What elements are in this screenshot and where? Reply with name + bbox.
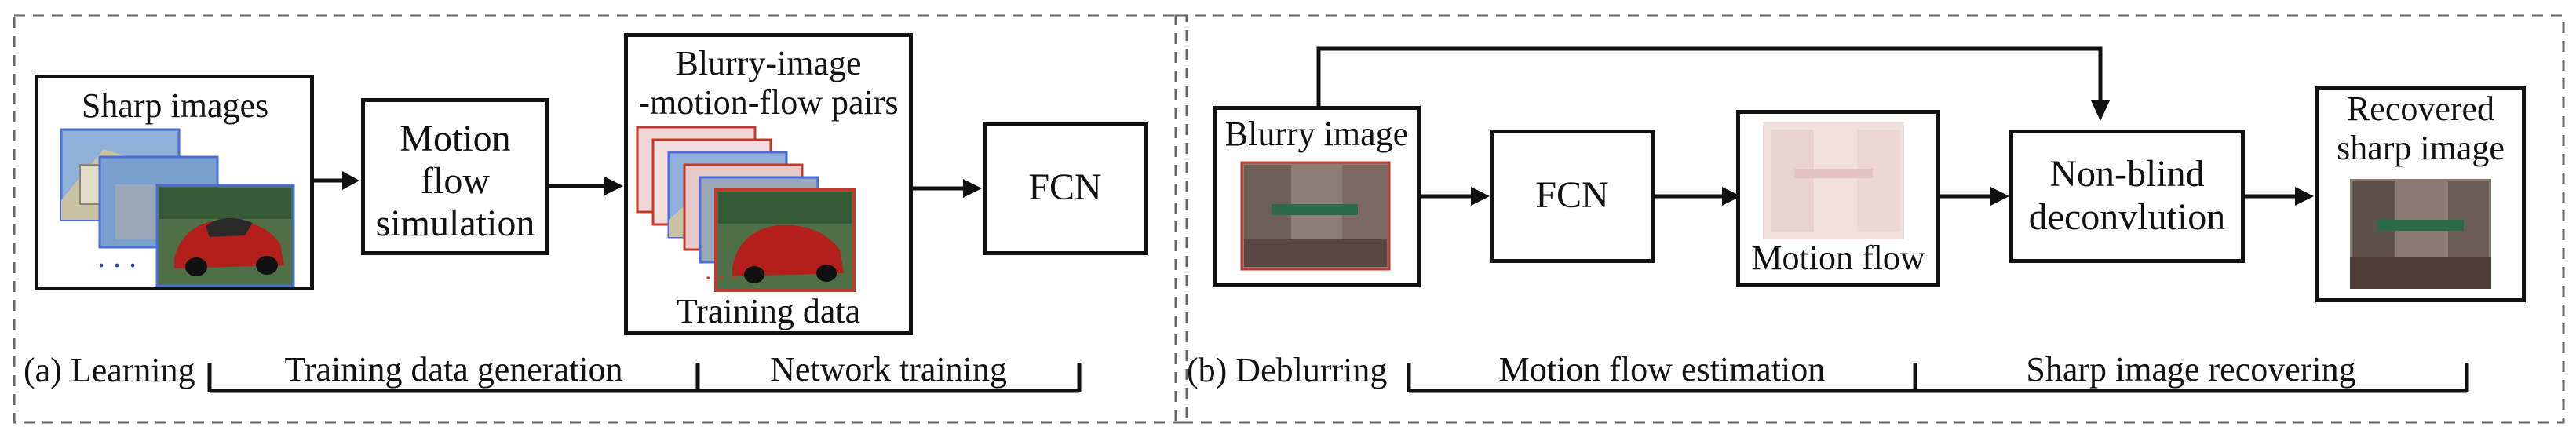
sharp-image-stack: . . . <box>60 128 295 287</box>
panel-a-brackets <box>207 363 1082 393</box>
panel-b-brackets <box>1407 363 2469 393</box>
arrow-blurry-to-deconv <box>1316 46 2110 121</box>
training-data-title-2: -motion-flow pairs <box>638 83 899 122</box>
fcn-box-a <box>983 122 1148 255</box>
fcn-box-b <box>1490 130 1655 263</box>
bracket-label-training-data-generation: Training data generation <box>284 350 623 389</box>
bracket-label-motion-flow-estimation: Motion flow estimation <box>1498 350 1826 389</box>
motion-flow-label: Motion flow <box>1751 239 1925 277</box>
ellipsis-dots: . . . <box>97 239 137 274</box>
simulation-line-3: simulation <box>375 203 535 244</box>
deconv-line-1: Non-blind <box>2049 153 2205 195</box>
arrow-fcn-to-flow <box>1655 187 1741 206</box>
sharp-images-title: Sharp images <box>81 86 269 125</box>
sharp-image-front <box>155 184 295 287</box>
arrow-sim-to-training <box>549 177 623 195</box>
motion-flow-simulation-box <box>361 98 549 255</box>
training-data-footer: Training data <box>676 292 861 330</box>
panel-a-frame <box>13 14 1188 424</box>
training-ellipsis-dots: . . . <box>705 257 739 286</box>
recovered-image-thumbnail <box>2350 179 2491 289</box>
panel-b-caption: (b) Deblurring <box>1187 351 1388 389</box>
panel-b-frame <box>1174 14 2565 424</box>
arrow-training-to-fcn <box>913 179 982 198</box>
training-pair-stack: . . . <box>636 126 856 292</box>
bracket-label-network-training: Network training <box>770 350 1007 389</box>
arrow-deconv-to-recovered <box>2245 187 2314 206</box>
panel-a-caption: (a) Learning <box>24 351 195 389</box>
arrow-flow-to-deconv <box>1940 187 2009 206</box>
simulation-line-1: Motion <box>400 118 511 159</box>
arrow-blurry-to-fcn <box>1421 187 1490 206</box>
recovered-title-1: Recovered <box>2346 89 2495 128</box>
non-blind-deconvolution-box <box>2009 130 2245 263</box>
bracket-label-sharp-image-recovering: Sharp image recovering <box>2026 350 2356 389</box>
simulation-line-2: flow <box>421 160 490 202</box>
blurry-image-title: Blurry image <box>1224 115 1409 153</box>
blurry-image-thumbnail <box>1240 161 1391 271</box>
training-data-title-1: Blurry-image <box>675 44 862 82</box>
fcn-label-b: FCN <box>1535 174 1609 216</box>
deconv-line-2: deconvlution <box>2028 196 2226 238</box>
arrow-sharp-to-sim <box>314 171 359 190</box>
recovered-title-2: sharp image <box>2337 129 2505 167</box>
motion-flow-thumbnail <box>1763 122 1904 239</box>
training-pair-front <box>714 188 856 292</box>
fcn-label-a: FCN <box>1028 166 1102 208</box>
